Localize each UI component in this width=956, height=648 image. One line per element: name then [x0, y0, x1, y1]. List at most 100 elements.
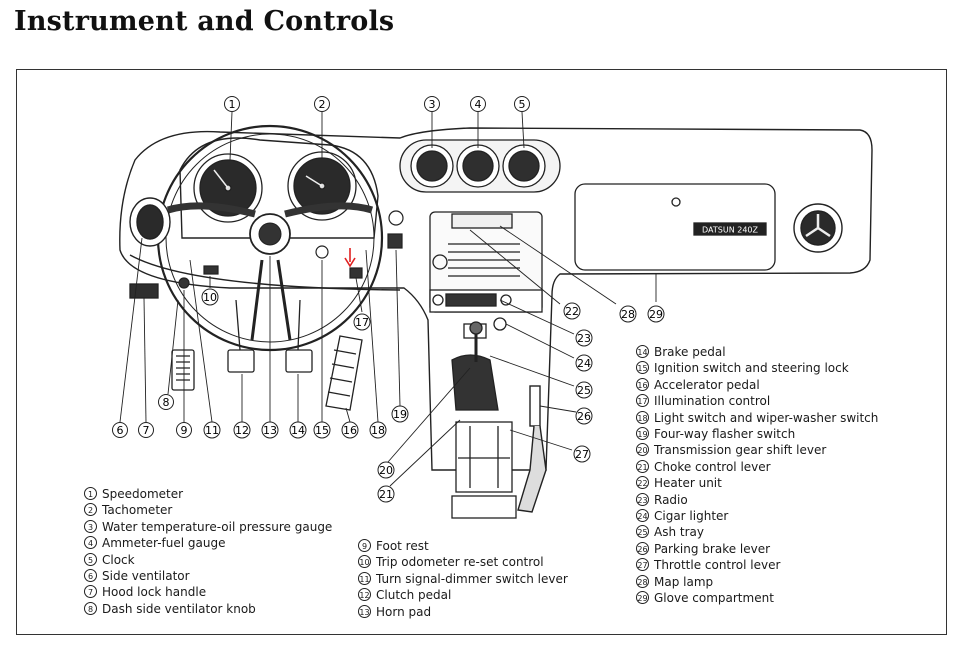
callout-10: 10 — [201, 288, 219, 306]
svg-text:20: 20 — [379, 464, 393, 477]
svg-text:28: 28 — [621, 308, 635, 321]
callout-9: 9 — [176, 422, 192, 438]
callout-23: 23 — [575, 329, 593, 347]
svg-text:4: 4 — [475, 98, 482, 111]
gauge-hood — [179, 137, 379, 239]
glove-compartment: DATSUN 240Z — [574, 183, 776, 271]
svg-text:14: 14 — [291, 424, 305, 437]
svg-text:27: 27 — [575, 448, 589, 461]
svg-text:12: 12 — [235, 424, 249, 437]
callout-6: 6 — [112, 422, 128, 438]
callout-7: 7 — [138, 422, 154, 438]
callout-27: 27 — [573, 445, 591, 463]
svg-text:23: 23 — [577, 332, 591, 345]
dashboard-lower-edge — [129, 254, 401, 291]
callout-2: 2 — [314, 96, 330, 112]
parking-brake-lever — [517, 385, 547, 513]
callout-21: 21 — [377, 485, 395, 503]
callout-1: 1 — [224, 96, 240, 112]
svg-text:2: 2 — [319, 98, 326, 111]
callout-3: 3 — [424, 96, 440, 112]
callout-18: 18 — [369, 421, 387, 439]
illumination-arrow-icon — [344, 248, 356, 268]
svg-text:15: 15 — [315, 424, 329, 437]
svg-text:3: 3 — [429, 98, 436, 111]
svg-text:11: 11 — [205, 424, 219, 437]
svg-text:17: 17 — [355, 316, 369, 329]
datsun-badge: DATSUN 240Z — [702, 226, 758, 235]
svg-text:25: 25 — [577, 384, 591, 397]
callout-12: 12 — [233, 421, 251, 439]
diagram-frame — [16, 69, 947, 635]
svg-text:13: 13 — [263, 424, 277, 437]
callout-29: 29 — [647, 305, 665, 323]
callout-4: 4 — [470, 96, 486, 112]
callout-26: 26 — [575, 407, 593, 425]
page-title: Instrument and Controls — [14, 6, 395, 37]
svg-text:19: 19 — [393, 408, 407, 421]
callout-17: 17 — [353, 313, 371, 331]
hood-lock-handle — [129, 283, 159, 299]
callout-24: 24 — [575, 354, 593, 372]
svg-text:16: 16 — [343, 424, 357, 437]
svg-text:22: 22 — [565, 305, 579, 318]
svg-text:24: 24 — [577, 357, 591, 370]
svg-text:5: 5 — [519, 98, 526, 111]
svg-text:1: 1 — [229, 98, 236, 111]
callout-19: 19 — [391, 405, 409, 423]
svg-text:26: 26 — [577, 410, 591, 423]
callout-20: 20 — [377, 461, 395, 479]
center-console — [429, 211, 543, 519]
dashboard-outline — [119, 127, 873, 471]
svg-text:6: 6 — [117, 424, 124, 437]
callout-15: 15 — [313, 421, 331, 439]
side-ventilator-right — [793, 203, 843, 253]
pedals — [171, 299, 363, 411]
svg-text:18: 18 — [371, 424, 385, 437]
svg-text:10: 10 — [203, 291, 217, 304]
callout-11: 11 — [203, 421, 221, 439]
callout-22: 22 — [563, 302, 581, 320]
svg-text:21: 21 — [379, 488, 393, 501]
svg-text:8: 8 — [163, 396, 170, 409]
dash-switches — [178, 210, 404, 289]
center-gauges — [399, 139, 561, 193]
leader-lines — [119, 111, 657, 487]
svg-text:7: 7 — [143, 424, 150, 437]
callout-8: 8 — [158, 394, 174, 410]
svg-text:29: 29 — [649, 308, 663, 321]
